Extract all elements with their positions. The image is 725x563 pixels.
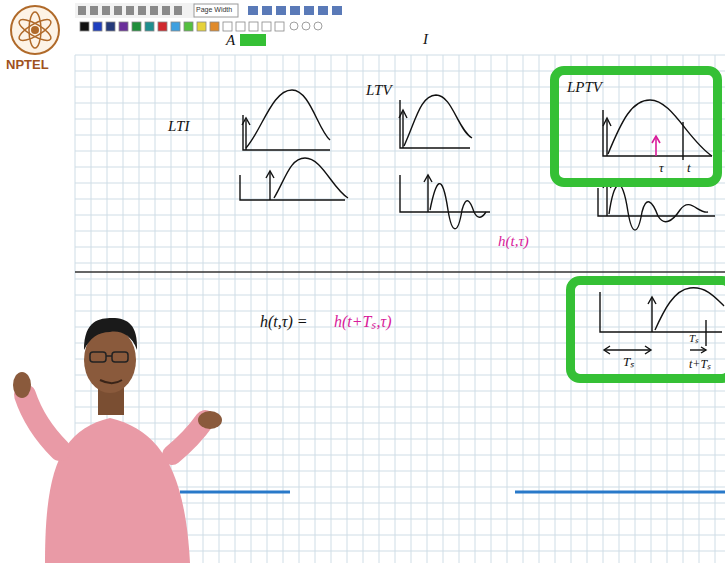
highlight-box: LPTV τ t xyxy=(550,66,722,187)
system-label: LTI xyxy=(168,118,189,135)
presenter xyxy=(13,318,222,563)
equation: h(t,τ) = xyxy=(260,313,308,331)
impulse-response-sketch xyxy=(240,90,724,354)
toolbar-text: Page Width xyxy=(196,6,232,14)
highlight xyxy=(240,34,266,46)
axis-label: t+Tₛ xyxy=(689,358,711,371)
blue-bar xyxy=(180,491,725,494)
axis-label: τ xyxy=(659,161,664,175)
box-heading: Tₛ xyxy=(623,355,634,369)
axis-label: Tₛ xyxy=(689,332,698,344)
pink-impulse xyxy=(652,136,660,156)
axis-label: t xyxy=(687,161,691,175)
highlight-box: TₛTₛt+Tₛ xyxy=(566,276,725,383)
equation: h(t+Tₛ,τ) xyxy=(334,313,392,331)
system-label: LTV xyxy=(366,82,392,99)
box-heading: LPTV xyxy=(567,79,602,96)
handwritten-text: I xyxy=(423,31,428,48)
nptel-logo xyxy=(11,6,59,54)
handwritten-text: A xyxy=(226,32,235,49)
divider-line xyxy=(75,271,725,273)
logo-text: NPTEL xyxy=(6,58,49,72)
impulse-response: h(t,τ) xyxy=(498,233,529,250)
toolbar xyxy=(75,3,342,31)
